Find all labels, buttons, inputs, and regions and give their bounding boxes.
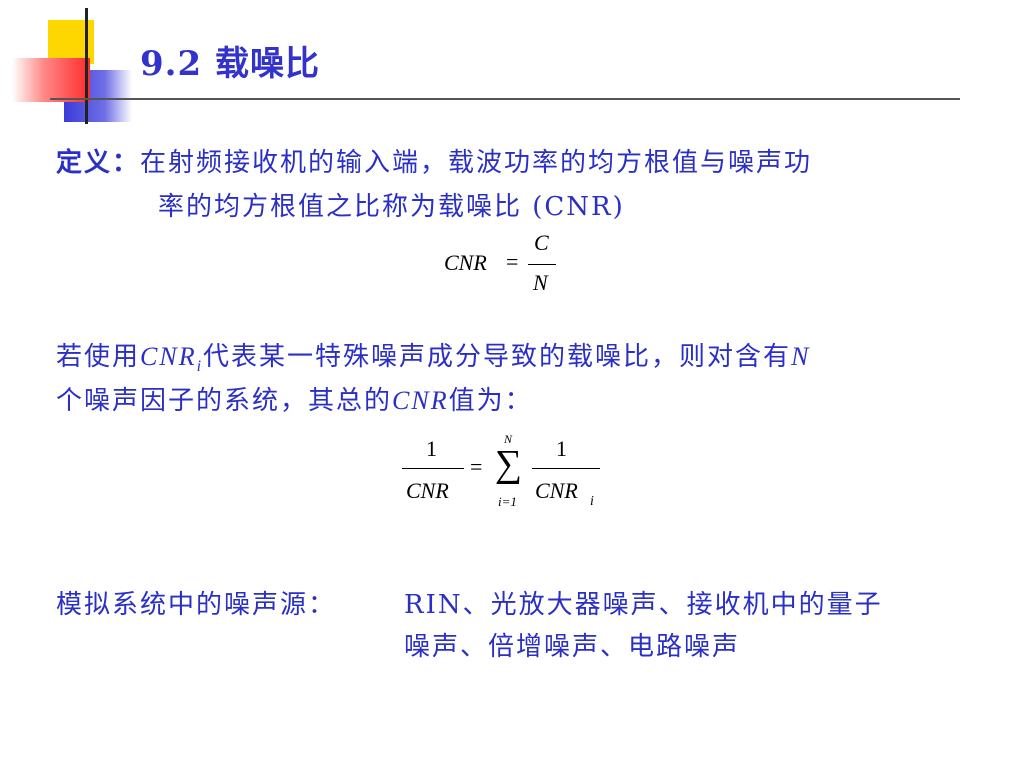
formula1-numerator: C [534,230,549,255]
formula1-eq: = [506,249,519,274]
formula2-rhs-line [532,468,600,469]
definition-block: 定义：在射频接收机的输入端，载波功率的均方根值与噪声功 [56,139,986,187]
sources-line1: RIN、光放大器噪声、接收机中的量子 [404,590,883,620]
formula2-rhs-num: 1 [556,436,567,461]
formula2-eq: = [470,454,483,479]
definition-label: 定义： [56,148,141,178]
formula2-lhs-den: CNR [406,478,449,503]
paragraph2-cnr2: CNR [392,386,449,415]
paragraph2-pre: 若使用 [56,342,141,372]
formula-sum: 1 CNR = N ∑ i=1 1 CNR i [398,430,618,520]
formula1-lhs: CNR [444,250,487,275]
formula2-sum-symbol: ∑ [495,443,523,485]
deco-horizontal-line [50,98,960,100]
formula1-denominator: N [533,270,548,295]
paragraph2-line2-pre: 个噪声因子的系统，其总的 [56,386,393,416]
sources-line2: 噪声、倍增噪声、电路噪声 [404,632,741,662]
definition-line2: 率的均方根值之比称为载噪比 (CNR) [158,192,625,222]
formula-cnr: CNR = C N [440,230,580,300]
deco-red-square [12,58,90,102]
definition-line1: 在射频接收机的输入端，载波功率的均方根值与噪声功 [140,148,813,178]
formula2-sum-upper: N [504,432,513,446]
formula2-lhs-num: 1 [426,436,437,461]
deco-vertical-line [85,8,88,124]
formula2-lhs-line [402,468,464,469]
formula1-fraction-line [528,264,556,265]
paragraph2-cnr: CNR [140,342,197,371]
formula2-rhs-sub: i [590,494,594,509]
formula2-rhs-den: CNR [535,478,578,503]
paragraph2-sub-i: i [196,358,204,376]
paragraph2-line2-post: 值为： [448,386,533,416]
paragraph2-line1: 若使用CNRi代表某一特殊噪声成分导致的载噪比，则对含有N [56,333,986,391]
paragraph2-mid: 代表某一特殊噪声成分导致的载噪比，则对含有 [203,342,792,372]
sources-label: 模拟系统中的噪声源： [56,590,337,620]
paragraph2-line2: 个噪声因子的系统，其总的CNR值为： [56,377,986,425]
slide-title: 9.2 载噪比 [140,44,320,84]
paragraph2-n: N [791,342,811,371]
formula2-sum-lower: i=1 [498,494,517,509]
definition-line2-block: 率的均方根值之比称为载噪比 (CNR) [158,183,978,231]
